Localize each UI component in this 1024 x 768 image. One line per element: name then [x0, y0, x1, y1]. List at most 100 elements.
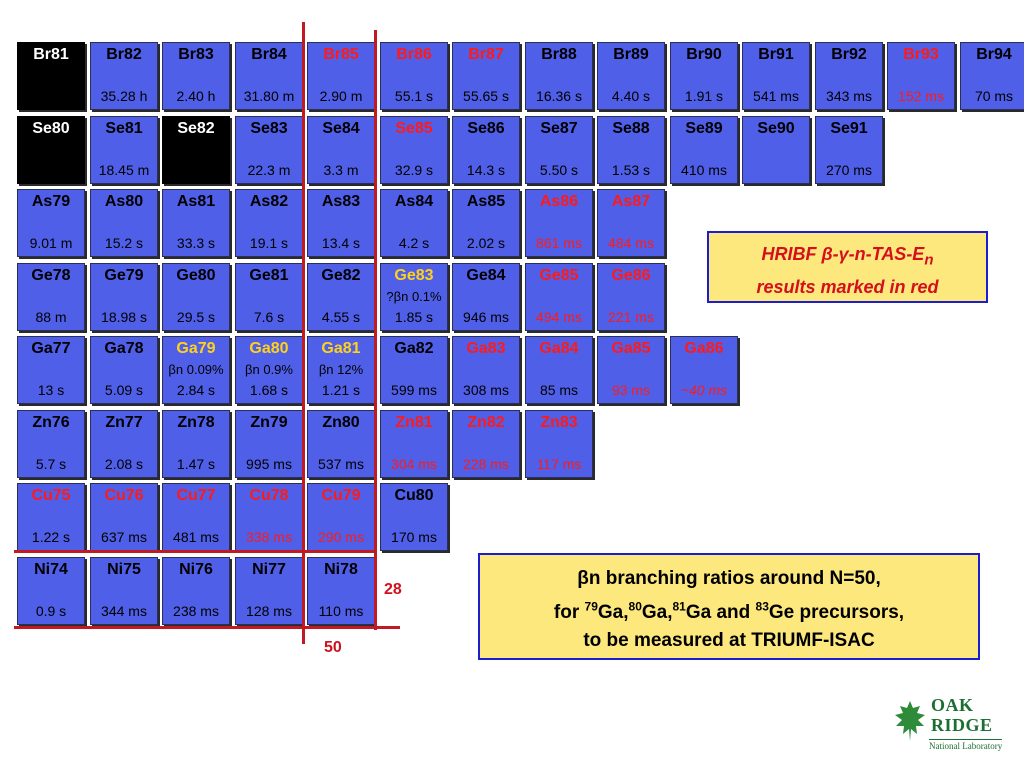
half-life: 22.3 m [247, 162, 291, 178]
proton-magic-line-top [14, 550, 374, 553]
nuclide-name: Br84 [251, 46, 287, 63]
nuclide-name: As79 [31, 193, 71, 210]
ornl-logo: OAK RIDGE National Laboratory [893, 693, 1017, 757]
half-life: 2.84 s [176, 382, 216, 398]
nuclide-name: Br83 [178, 46, 214, 63]
nuclide-name: Br82 [106, 46, 142, 63]
nuclide-name: Zn83 [540, 414, 578, 431]
nuclide-name: Ge83 [394, 267, 434, 284]
nuclide-name: As85 [466, 193, 506, 210]
half-life: 4.40 s [611, 88, 651, 104]
nuclide-name: Ge84 [466, 267, 506, 284]
legend-line2: results marked in red [756, 276, 939, 297]
nuclide-name: Br88 [541, 46, 577, 63]
half-life: 117 ms [536, 456, 582, 472]
nuclide-name: Se89 [685, 120, 723, 137]
nuclide-name: Cu79 [321, 487, 361, 504]
half-life: 13.4 s [321, 235, 361, 251]
nuclide-name: Br89 [613, 46, 649, 63]
half-life: 170 ms [391, 529, 437, 545]
nuclide-name: Zn81 [395, 414, 433, 431]
nuclide-br83: Br83 2.40 h [162, 42, 230, 110]
info-el4: Ge precursors, [768, 602, 905, 624]
nuclide-name: Br90 [686, 46, 722, 63]
nuclide-se80: Se80 [17, 116, 85, 184]
beta-n-branching: βn 0.09% [168, 362, 224, 377]
nuclide-name: Cu75 [31, 487, 71, 504]
nuclide-cu80: Cu80 170 ms [380, 483, 448, 551]
nuclide-name: As84 [394, 193, 434, 210]
nuclide-name: Ge82 [321, 267, 361, 284]
half-life: 410 ms [681, 162, 727, 178]
half-life: 270 ms [826, 162, 872, 178]
half-life: 1.21 s [321, 382, 361, 398]
nuclide-name: Ge85 [539, 267, 579, 284]
half-life: 637 ms [101, 529, 147, 545]
half-life: 55.65 s [463, 88, 509, 104]
nuclide-name: Ni77 [252, 561, 286, 578]
nuclide-name: Ga80 [249, 340, 289, 357]
half-life: 2.08 s [104, 456, 144, 472]
nuclide-name: Se81 [105, 120, 143, 137]
nuclide-name: Ni76 [179, 561, 213, 578]
half-life: 55.1 s [394, 88, 434, 104]
nuclide-name: Se90 [757, 120, 795, 137]
half-life: 537 ms [318, 456, 364, 472]
neutron-magic-line-left [302, 22, 305, 644]
info-sup3: 81 [672, 600, 686, 614]
half-life: 70 ms [974, 88, 1014, 104]
half-life: 5.50 s [539, 162, 579, 178]
oak-leaf-icon [895, 701, 925, 741]
nuclide-name: Cu80 [394, 487, 434, 504]
nuclide-ga79: Ga79 βn 0.09% 2.84 s [162, 336, 230, 404]
nuclide-name: As86 [539, 193, 579, 210]
info-line1: βn branching ratios around N=50, [577, 568, 881, 589]
nuclide-ge83: Ge83?βn 0.1%1.85 s [380, 263, 448, 331]
half-life: 2.40 h [176, 88, 216, 104]
half-life: 4.2 s [398, 235, 430, 251]
beta-n-branching: βn 12% [318, 362, 364, 377]
nuclide-se90: Se90 [742, 116, 810, 184]
half-life: 304 ms [391, 456, 437, 472]
half-life: 1.22 s [31, 529, 71, 545]
nuclide-name: Ga82 [394, 340, 434, 357]
logo-line1: OAK [931, 695, 974, 715]
nuclide-name: Ga79 [176, 340, 216, 357]
nuclide-br81: Br81 [17, 42, 85, 110]
nuclide-name: Se82 [177, 120, 215, 137]
half-life: 19.1 s [249, 235, 289, 251]
info-sup1: 79 [584, 600, 598, 614]
neutron-magic-number: 50 [324, 639, 342, 656]
nuclide-name: Ga77 [31, 340, 71, 357]
half-life: 1.68 s [249, 382, 289, 398]
half-life: 5.7 s [35, 456, 67, 472]
half-life: 32.9 s [394, 162, 434, 178]
half-life: 290 ms [318, 529, 364, 545]
nuclide-name: Br92 [831, 46, 867, 63]
info-sup4: 83 [755, 600, 769, 614]
half-life: 3.3 m [323, 162, 359, 178]
half-life: 1.91 s [684, 88, 724, 104]
half-life: 0.9 s [35, 603, 67, 619]
nuclide-name: Ni75 [107, 561, 141, 578]
info-el2: Ga, [641, 602, 673, 624]
nuclide-name: Br93 [903, 46, 939, 63]
nuclide-name: Br94 [976, 46, 1012, 63]
